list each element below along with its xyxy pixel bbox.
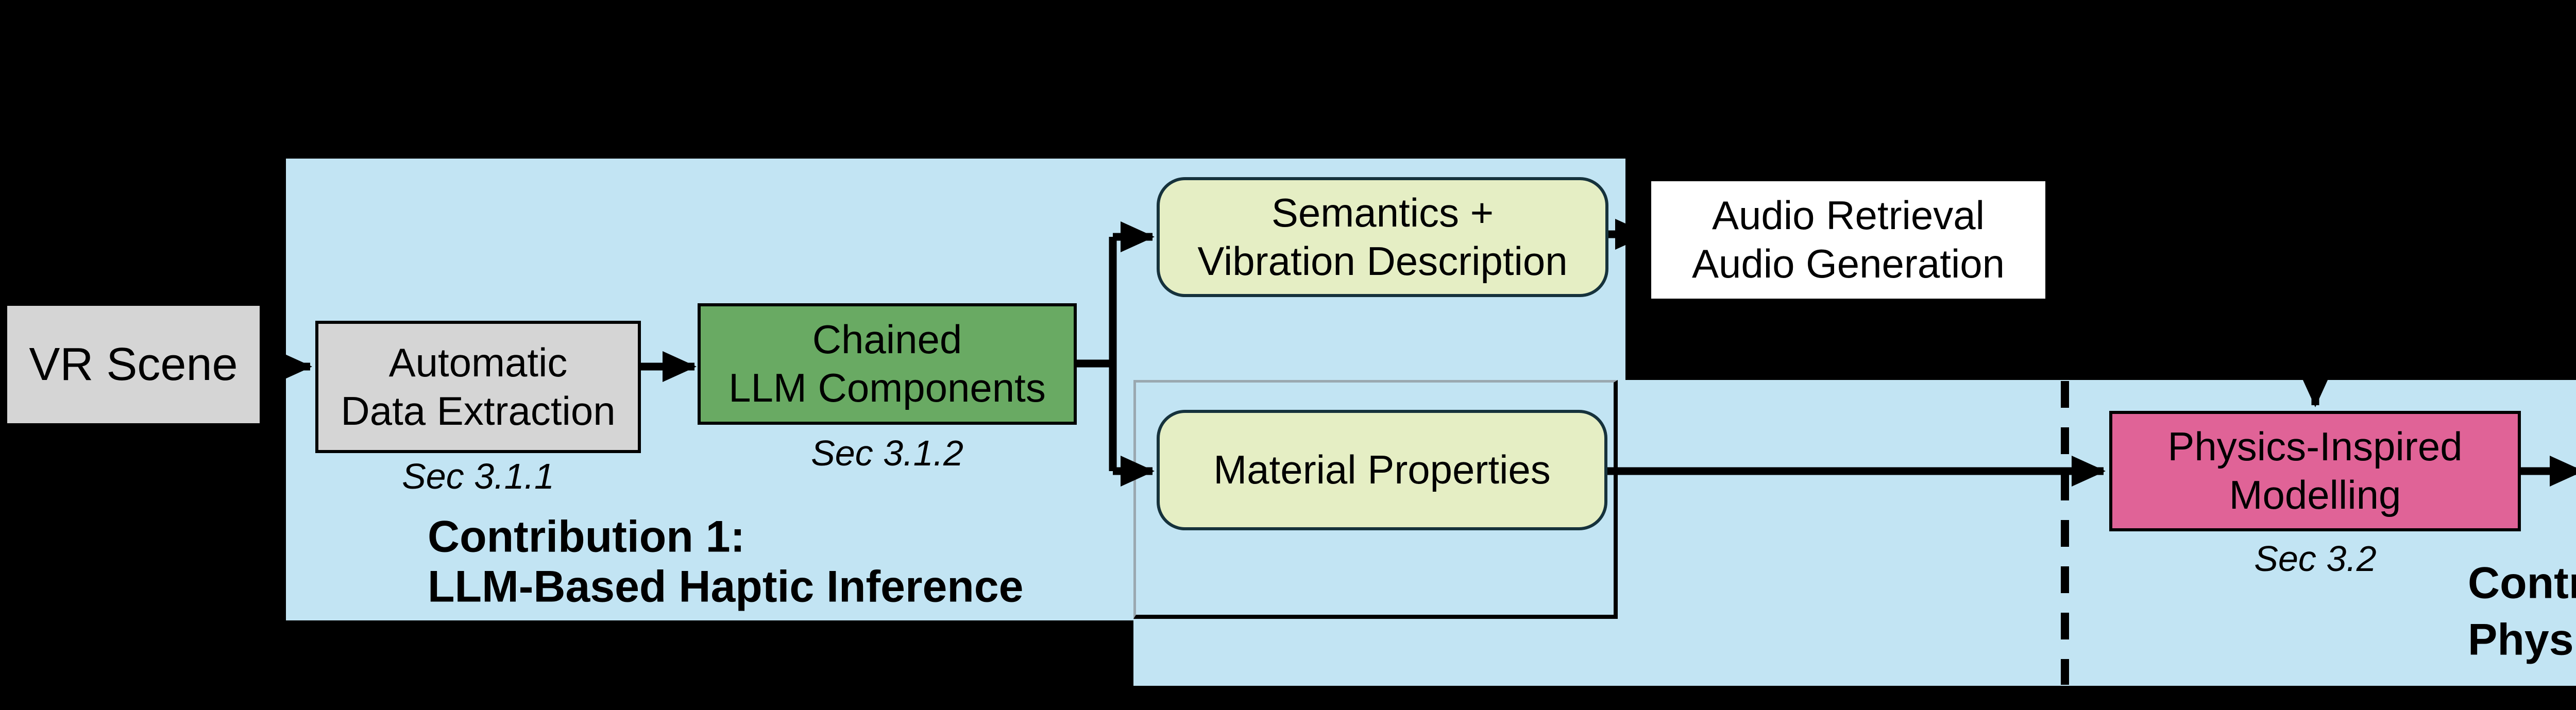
semantics-line2: Vibration Description (1197, 238, 1568, 284)
audio-retrieval-line2: Audio Generation (1691, 241, 2005, 286)
material-properties-label: Material Properties (1213, 447, 1551, 493)
automatic-data-extraction-line2: Data Extraction (341, 388, 616, 434)
caption-sec-3-1-1: Sec 3.1.1 (402, 456, 554, 496)
semantics-line1: Semantics + (1271, 189, 1494, 235)
node-automatic-data-extraction: Automatic Data Extraction (315, 321, 641, 453)
node-audio-retrieval-generation: Audio Retrieval Audio Generation (1651, 181, 2045, 299)
caption-sec-3-2: Sec 3.2 (2254, 539, 2377, 579)
caption-sec-3-1-2: Sec 3.1.2 (811, 433, 963, 473)
chained-llm-line1: Chained (812, 317, 962, 362)
node-semantics-vibration-description: Semantics + Vibration Description (1157, 177, 1608, 297)
contribution1-subtitle: LLM-Based Haptic Inference (428, 562, 1024, 612)
node-physics-inspired-modelling: Physics-Inspired Modelling (2109, 411, 2521, 531)
automatic-data-extraction-line1: Automatic (388, 339, 568, 385)
chained-llm-line2: LLM Components (728, 365, 1046, 410)
audio-retrieval-line1: Audio Retrieval (1712, 193, 1985, 238)
node-vr-scene: VR Scene (7, 306, 260, 423)
contribution2-subtitle: Physics-Inspired Haptic Rendering (2468, 615, 2576, 665)
vr-scene-label: VR Scene (29, 339, 238, 390)
contribution2-title: Contribution 2: (2468, 558, 2576, 608)
physics-modelling-line1: Physics-Inspired (2167, 424, 2463, 470)
node-material-properties: Material Properties (1157, 410, 1607, 530)
physics-modelling-line2: Modelling (2229, 472, 2401, 517)
contribution1-title: Contribution 1: (428, 512, 745, 562)
material-properties-group-box (1133, 380, 1618, 619)
node-chained-llm-components: Chained LLM Components (698, 303, 1077, 425)
